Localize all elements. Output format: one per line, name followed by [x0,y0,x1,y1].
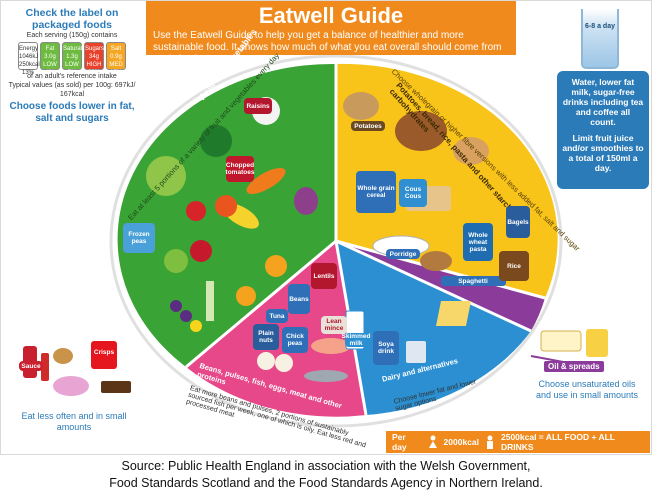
orange-icon [265,255,287,277]
pasta-box: Whole wheat pasta [463,223,493,261]
men-kcal: 2500kcal = ALL FOOD + ALL DRINKS [500,432,615,452]
tomato-icon [186,201,206,221]
potatoes-label: Potatoes [351,121,385,131]
crackers-icon [420,251,452,271]
eatwell-plate [23,54,608,428]
label-title: Check the label on packaged foods [25,7,119,31]
porridge-label: Porridge [386,249,420,259]
ketchup-icon [41,353,49,381]
salmon-icon [311,338,351,354]
segment-dairy [336,241,531,415]
page-title: Eatwell Guide [258,3,404,28]
couscous-box: Cous Cous [399,179,427,207]
glass-text: 6-8 a day [585,23,615,30]
spread-tub-icon [540,330,582,352]
spaghetti-label: Spaghetti [447,277,499,285]
frozen-peas-bag: Frozen peas [123,223,155,253]
plain-nuts-pack: Plain nuts [253,324,279,350]
oil-spreads-label: Oil & spreads [544,361,604,372]
man-icon [485,435,495,450]
choose-lower-text: Choose foods lower in fat, salt and suga… [9,101,135,124]
eat-less-note: Eat less often and in small amounts [21,411,127,432]
water-info-box: Water, lower fat milk, sugar-free drinks… [557,71,649,189]
cheese-icon [436,301,471,326]
label-check-box: Check the label on packaged foods Each s… [7,7,137,125]
apple-red-icon [190,240,212,262]
calorie-bar: Per day 2000kcal 2500kcal = ALL FOOD + A… [386,431,650,453]
sweetcorn-icon [190,320,202,332]
soya-drink-carton: Soya drink [373,331,399,365]
biscuit-icon [53,348,73,364]
oil-advice-note: Choose unsaturated oils and use in small… [535,379,639,400]
cabbage-icon [146,156,186,196]
sauce-label: Sauce [19,361,43,371]
tuna-can: Tuna [266,309,288,323]
potatoes-icon [343,92,379,120]
caption-line-1: Source: Public Health England in associa… [121,459,531,473]
pepper-icon [215,195,237,217]
water-glass-icon [581,9,619,69]
raisins-box: Raisins [244,98,272,114]
intro-text: Use the Eatwell Guide to help you get a … [153,30,502,65]
lentils-pack: Lentils [311,263,337,289]
serving-text: Each serving (150g) contains [26,32,118,39]
source-caption: Source: Public Health England in associa… [0,458,652,492]
water-text-2: Limit fruit juice and/or smoothies to a … [562,133,644,173]
oil-bottle-icon [586,329,608,357]
women-kcal: 2000kcal [443,437,479,447]
chocolate-icon [101,381,131,393]
woman-icon [428,435,438,450]
water-text-1: Water, lower fat milk, sugar-free drinks… [562,77,644,127]
fish-icon [304,370,348,382]
roll-icon [453,137,489,165]
bagels-bag: Bagels [506,206,530,238]
chopped-tomatoes-can: Chopped tomatoes [226,156,254,182]
chick-peas-pack: Chick peas [282,327,308,353]
leek-icon [206,281,214,321]
eatwell-guide-poster: Eatwell Guide Use the Eatwell Guide to h… [0,0,652,455]
skimmed-milk-label: Skimmed milk [341,333,371,347]
onion-icon [294,187,318,215]
yogurt-icon [406,341,426,363]
cupcake-icon [53,376,89,396]
egg-icon [257,352,275,370]
caption-line-2: Food Standards Scotland and the Food Sta… [109,476,543,490]
beans-can: Beans [288,284,310,314]
header-band [146,1,516,55]
egg-icon-2 [275,354,293,372]
carrot-icon [246,168,286,194]
crisps-label: Crisps [91,346,117,358]
apple-icon [164,249,188,273]
broccoli-icon [200,125,232,157]
bread-loaf-icon [395,111,447,151]
reference-text: of an adult's reference intake [27,73,117,80]
rice-bag: Rice [499,251,529,281]
typical-values-text: Typical values (as sold) per 100g: 697kJ… [8,82,136,98]
orange-icon-2 [236,286,256,306]
per-day-label: Per day [392,432,407,452]
lean-mince-pack: Lean mince [321,316,347,334]
cereal-box: Whole grain cereal [356,171,396,213]
grapes-icon [170,300,182,312]
